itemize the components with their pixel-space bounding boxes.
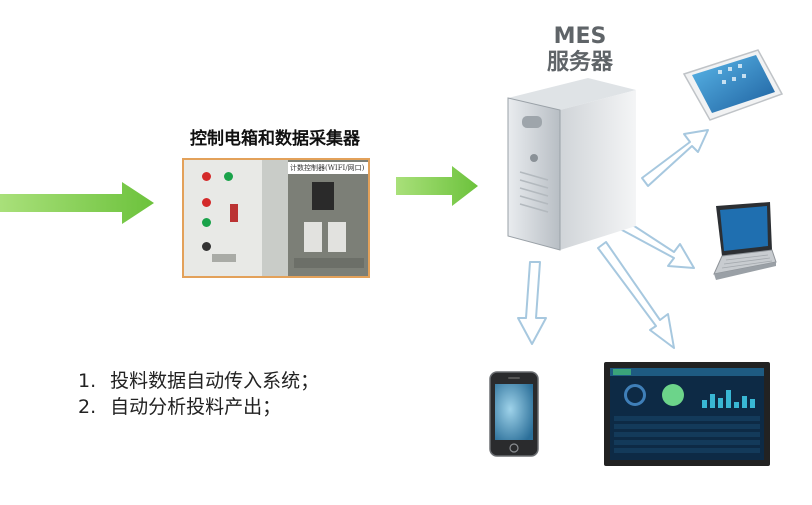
notes-list: 1. 投料数据自动传入系统； 2. 自动分析投料产出； xyxy=(78,368,319,420)
green-button-icon xyxy=(202,218,211,227)
to-laptop-arrow xyxy=(621,221,695,269)
input-arrow xyxy=(0,182,154,224)
server-title: MES 服务器 xyxy=(540,24,620,76)
to-dashboard-arrow xyxy=(597,241,675,349)
knob-icon xyxy=(202,242,211,251)
red-button-icon xyxy=(202,198,211,207)
dashboard-screen xyxy=(610,368,764,460)
breaker-module xyxy=(304,222,322,252)
red-lamp-icon xyxy=(202,172,211,181)
server-icon xyxy=(507,78,636,251)
dashboard-header xyxy=(610,368,764,376)
pie-icon xyxy=(662,384,684,406)
switch-icon xyxy=(230,204,238,222)
list-item-number: 2. xyxy=(78,396,97,418)
server-title-line1: MES xyxy=(553,24,607,49)
dashboard-screen-icon xyxy=(604,362,770,466)
gauge-icon xyxy=(624,384,646,406)
laptop-icon xyxy=(713,202,777,280)
green-lamp-icon xyxy=(224,172,233,181)
list-item-text: 投料数据自动传入系统； xyxy=(110,370,320,392)
terminal-strip xyxy=(294,258,364,268)
control-box-title: 控制电箱和数据采集器 xyxy=(190,129,360,149)
tablet-icon xyxy=(682,49,784,121)
server-title-line2: 服务器 xyxy=(546,50,613,75)
to-server-arrow xyxy=(396,166,478,206)
nameplate xyxy=(212,254,236,262)
breaker-module-2 xyxy=(328,222,346,252)
list-item-number: 1. xyxy=(78,370,97,392)
dashboard-logo xyxy=(613,369,631,375)
controller-label: 计数控制器(WIFI/网口) xyxy=(288,162,368,174)
list-item-text: 自动分析投料产出； xyxy=(110,396,282,418)
cabinet-side xyxy=(262,160,288,276)
list-item: 1. 投料数据自动传入系统； xyxy=(78,368,319,394)
controller-module xyxy=(312,182,334,210)
control-box-photo: 计数控制器(WIFI/网口) xyxy=(182,158,370,278)
to-phone-arrow xyxy=(517,261,547,345)
to-tablet-arrow xyxy=(641,129,709,187)
mini-bars xyxy=(702,388,758,408)
cabinet-inside xyxy=(288,160,368,276)
dashboard-table xyxy=(614,416,760,456)
list-item: 2. 自动分析投料产出； xyxy=(78,394,319,420)
phone-icon xyxy=(489,371,539,457)
